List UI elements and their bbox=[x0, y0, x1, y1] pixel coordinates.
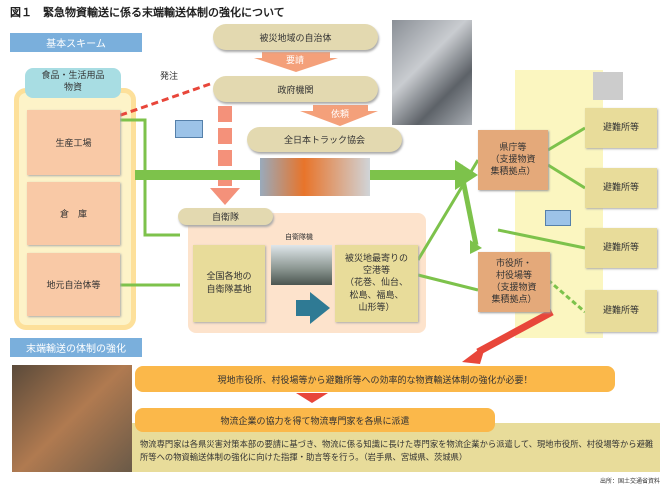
sdf-bases: 全国各地の 自衛隊基地 bbox=[193, 245, 265, 322]
supplies-label: 食品・生活用品 物資 bbox=[25, 68, 121, 98]
section-basic-scheme: 基本スキーム bbox=[10, 33, 142, 52]
down-red-arrow bbox=[296, 393, 328, 403]
airports: 被災地最寄りの 空港等 （花巻、仙台、 松島、福島、 山形等） bbox=[335, 245, 418, 322]
source-note: 出所：国土交通省資料 bbox=[599, 478, 660, 485]
shelter-1: 避難所等 bbox=[585, 108, 657, 148]
trucks-photo bbox=[392, 20, 472, 125]
truck-icon-small bbox=[545, 210, 571, 226]
gov-pill: 政府機関 bbox=[213, 76, 378, 102]
source-local-gov: 地元自治体等 bbox=[27, 253, 120, 316]
shelter-2: 避難所等 bbox=[585, 168, 657, 208]
shelter-3: 避難所等 bbox=[585, 228, 657, 268]
source-factory: 生産工場 bbox=[27, 110, 120, 175]
sdf-plane-label: 自衛隊機 bbox=[285, 233, 313, 241]
truck-icon bbox=[175, 120, 203, 138]
truck-photo bbox=[260, 158, 370, 196]
city-hub: 市役所・ 村役場等 （支援物資 集積拠点） bbox=[478, 252, 550, 312]
dashed-down-arrow bbox=[210, 106, 240, 205]
blue-arrow bbox=[296, 292, 330, 324]
order-arrow bbox=[117, 82, 211, 118]
dispatch-banner: 物流企業の協力を得て物流専門家を各県に派遣 bbox=[135, 408, 495, 432]
sdf-pill: 自衛隊 bbox=[178, 208, 273, 225]
workers-photo bbox=[12, 365, 132, 472]
request-arrow bbox=[254, 52, 338, 72]
order-label: 発注 bbox=[160, 72, 179, 82]
commission-arrow bbox=[300, 105, 378, 126]
truck-assoc-pill: 全日本トラック協会 bbox=[247, 127, 402, 152]
prefecture-hub: 県庁等 （支援物資 集積拠点） bbox=[478, 130, 548, 190]
local-gov-pill: 被災地域の自治体 bbox=[213, 24, 378, 50]
commission-label: 依頼 bbox=[330, 109, 349, 120]
need-banner: 現地市役所、村役場等から避難所等への効率的な物資輸送体制の強化が必要！ bbox=[135, 366, 615, 392]
plane-photo bbox=[271, 245, 332, 285]
building-icon bbox=[593, 72, 623, 100]
detail-text: 物流専門家は各県災害対策本部の要請に基づき、物流に係る知識に長けた専門家を物流企… bbox=[140, 439, 654, 462]
red-arrow bbox=[476, 308, 554, 356]
section-enhancement: 末端輸送の体制の強化 bbox=[10, 338, 142, 357]
request-label: 要請 bbox=[285, 55, 304, 66]
source-warehouse: 倉 庫 bbox=[27, 182, 120, 245]
figure-title: 図１ 緊急物資輸送に係る末端輸送体制の強化について bbox=[10, 6, 285, 19]
shelter-4: 避難所等 bbox=[585, 290, 657, 332]
